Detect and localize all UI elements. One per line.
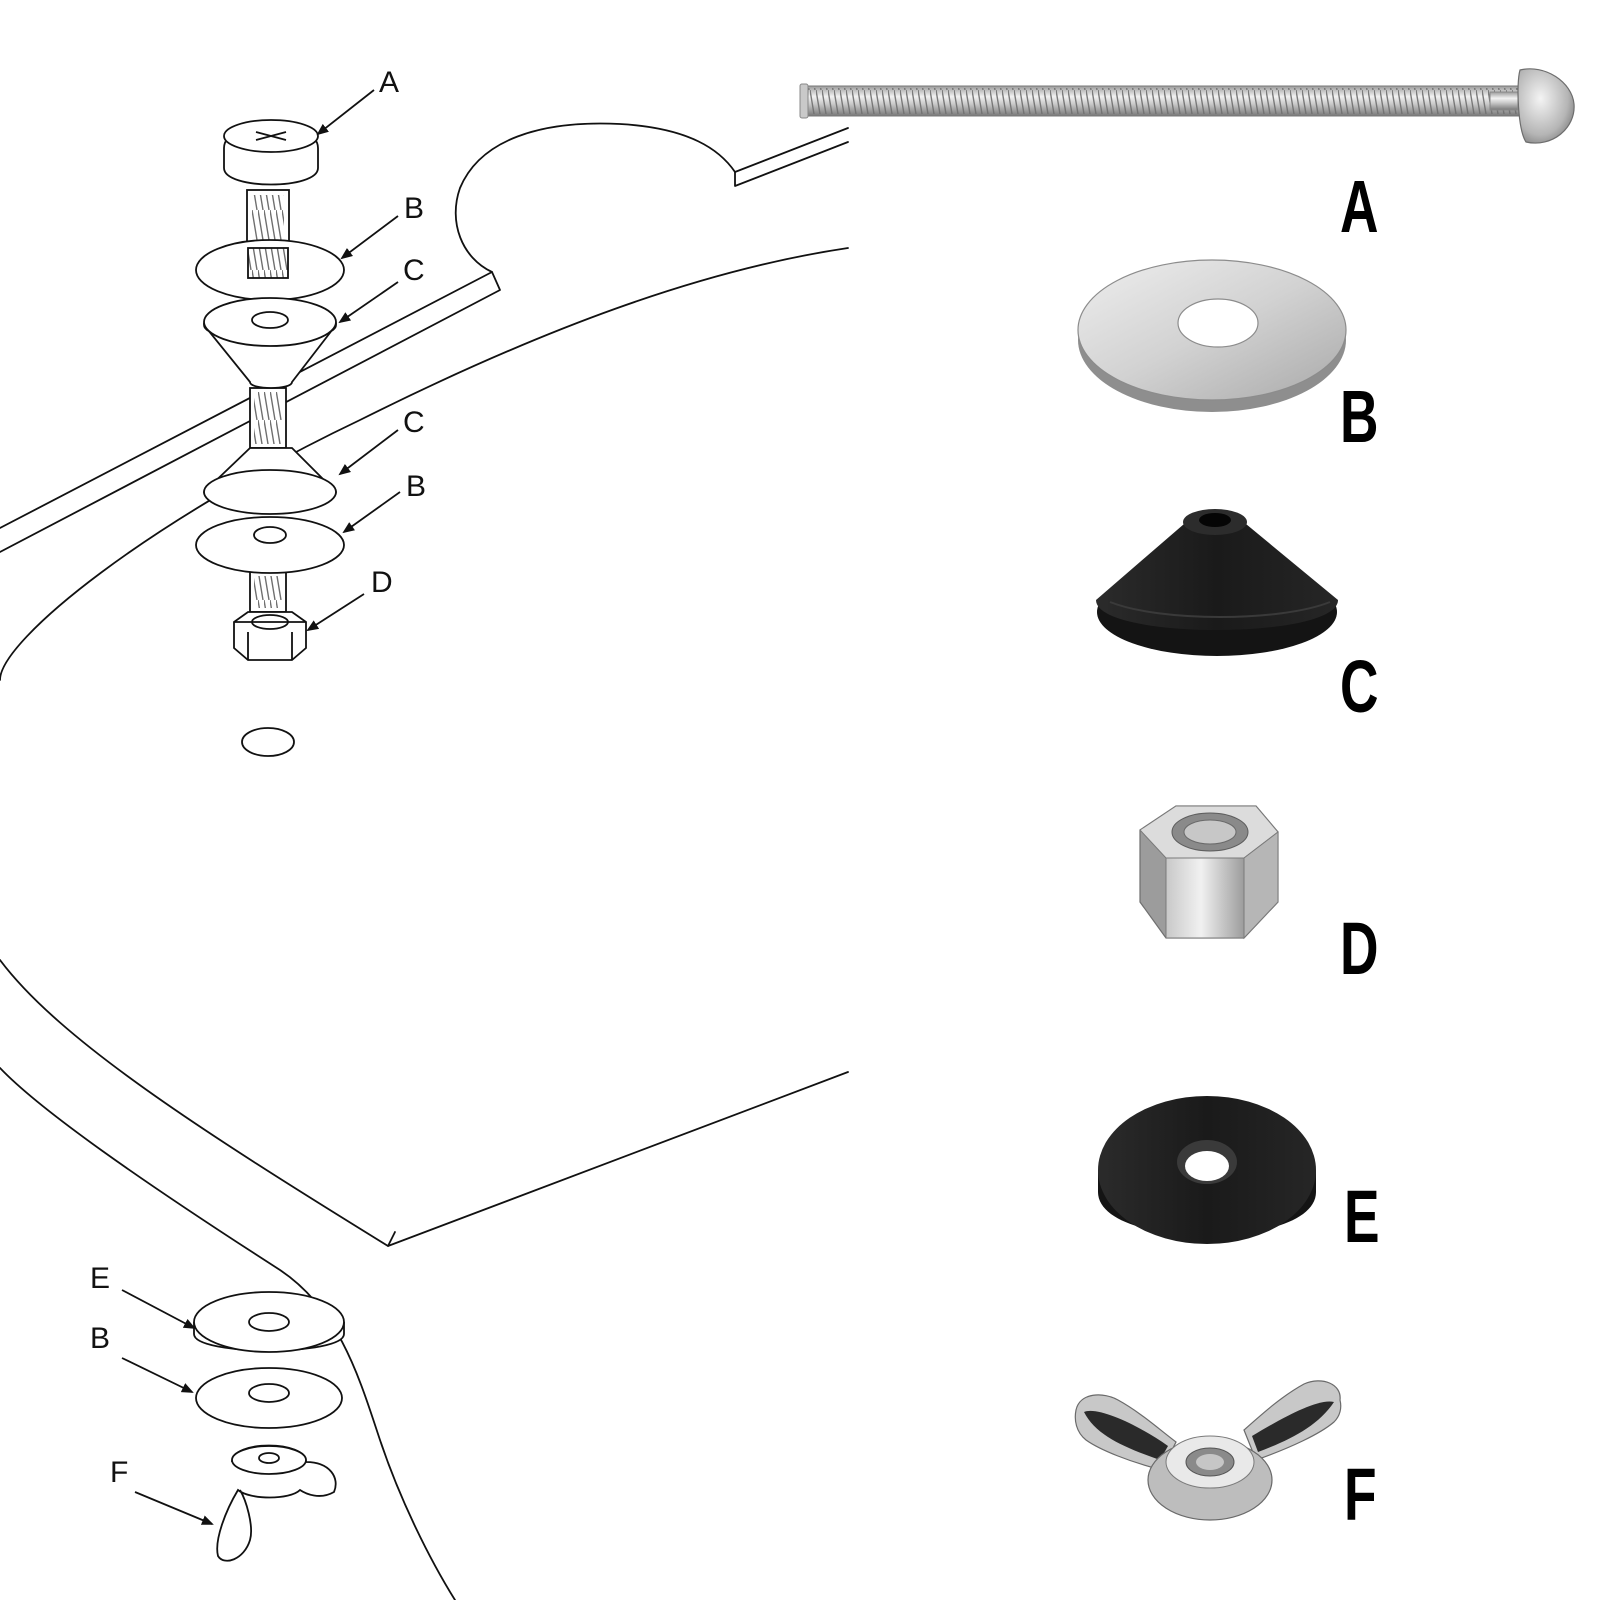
bolt-thread-2 bbox=[254, 392, 282, 444]
seat-inner-edge bbox=[0, 247, 849, 681]
seat-top-thickness bbox=[0, 141, 849, 553]
bowl-rim-outer bbox=[0, 959, 849, 1247]
washer-b-lower-hole bbox=[253, 526, 287, 544]
toilet-line-drawing bbox=[0, 122, 849, 1600]
rubber-washer-e-hole bbox=[248, 1312, 290, 1332]
part-f-wingnut bbox=[1074, 1380, 1342, 1521]
part-b-washer bbox=[1077, 259, 1347, 412]
callout-c1: C bbox=[403, 254, 425, 287]
wing-nut-f-hole bbox=[258, 1452, 280, 1464]
cone-c-lower-face bbox=[203, 469, 337, 515]
part-label-c: C bbox=[1340, 645, 1379, 728]
hardware-stack-lower bbox=[193, 1291, 345, 1562]
hex-nut-d-facets bbox=[234, 621, 306, 660]
part-d-hexnut bbox=[1139, 805, 1279, 940]
bolt-head-slot bbox=[255, 131, 287, 141]
callout-d: D bbox=[371, 566, 393, 599]
callout-b3: B bbox=[90, 1322, 110, 1355]
arrow-b2 bbox=[342, 491, 401, 534]
bolt-thread-through-b bbox=[247, 247, 289, 279]
arrow-c1 bbox=[338, 281, 399, 324]
arrow-e bbox=[121, 1289, 196, 1329]
hardware-stack-upper bbox=[195, 119, 345, 661]
callout-arrows bbox=[121, 89, 401, 1525]
callout-b1: B bbox=[404, 192, 424, 225]
part-label-a: A bbox=[1340, 165, 1379, 248]
callout-c2: C bbox=[403, 406, 425, 439]
arrow-a bbox=[316, 89, 375, 136]
part-label-b: B bbox=[1340, 375, 1379, 458]
callout-a: A bbox=[379, 66, 399, 99]
bowl-rim-edge bbox=[387, 1231, 396, 1247]
part-e-rubber-washer bbox=[1098, 1096, 1316, 1244]
bowl-hole bbox=[241, 727, 295, 757]
part-c-cone bbox=[1096, 509, 1338, 656]
arrow-d bbox=[306, 593, 365, 632]
washer-b-bottom-hole bbox=[248, 1383, 290, 1403]
callout-f: F bbox=[110, 1456, 128, 1489]
washer-b-lower bbox=[195, 516, 345, 574]
arrow-b3 bbox=[121, 1357, 194, 1393]
part-a-bolt bbox=[799, 68, 1575, 144]
arrow-b1 bbox=[340, 215, 399, 260]
seat-top-edge bbox=[0, 122, 849, 529]
arrow-f bbox=[134, 1491, 214, 1525]
arrow-c2 bbox=[338, 429, 399, 476]
callout-labels: A B C C B D E B F bbox=[90, 66, 426, 1489]
bolt-thread-3 bbox=[254, 576, 282, 608]
part-label-f: F bbox=[1344, 1453, 1377, 1536]
cone-c-top-hole bbox=[251, 311, 289, 329]
part-label-e: E bbox=[1344, 1175, 1380, 1258]
callout-e: E bbox=[90, 1262, 110, 1295]
callout-b2: B bbox=[406, 470, 426, 503]
part-label-d: D bbox=[1340, 907, 1379, 990]
